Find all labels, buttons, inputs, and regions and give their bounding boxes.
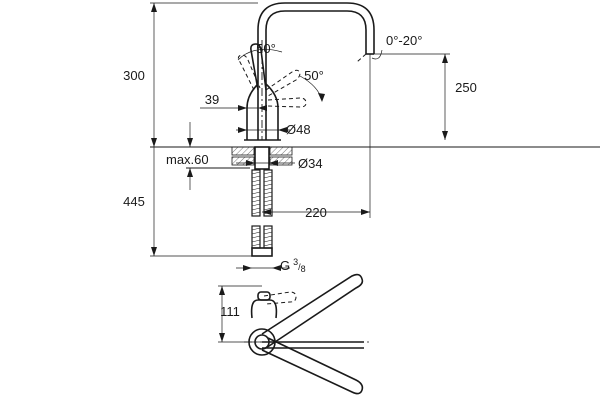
faucet-plan-view xyxy=(218,273,370,395)
faucet-side-view xyxy=(237,2,375,141)
label-total-height: 300 xyxy=(123,68,145,83)
label-max-thickness: max.60 xyxy=(166,152,209,167)
label-body-diameter: Ø48 xyxy=(286,122,311,137)
label-thread-slash: / xyxy=(298,262,301,272)
label-thread-numerator: 3 xyxy=(293,257,298,267)
plan-spout-swing-up xyxy=(261,273,364,349)
lever-position-down xyxy=(267,97,307,108)
plan-body xyxy=(250,299,278,319)
spout-outline xyxy=(257,2,375,140)
angle-arc-tilt xyxy=(371,49,383,60)
counter-hatch-left-bottom xyxy=(231,156,255,166)
angle-arc-50-side xyxy=(237,49,283,61)
dimension-lines xyxy=(150,2,450,271)
countertop-section xyxy=(150,146,600,257)
counter-hatch-right-top xyxy=(269,146,293,156)
lever-handle xyxy=(250,43,267,91)
label-thread-denominator: 8 xyxy=(301,264,306,274)
label-lever-angle-side: 50° xyxy=(256,41,276,56)
counter-hatch-right-bottom xyxy=(269,156,293,166)
label-lever-angle-front: 50° xyxy=(304,68,324,83)
label-spout-height: 250 xyxy=(455,80,477,95)
supply-hoses xyxy=(251,169,273,257)
label-thread-prefix: G xyxy=(280,258,290,273)
plan-spout-swing-down xyxy=(261,337,364,395)
plan-lever-rotated xyxy=(263,291,297,305)
label-hole-diameter: Ø34 xyxy=(298,156,323,171)
faucet-body xyxy=(246,83,279,140)
threaded-shank xyxy=(254,146,270,170)
lever-position-right xyxy=(265,69,301,97)
hose-connector xyxy=(251,247,273,257)
label-reach: 220 xyxy=(305,205,327,220)
label-lever-offset: 39 xyxy=(205,92,219,107)
plan-lever xyxy=(257,291,271,301)
label-spout-tilt: 0°-20° xyxy=(386,33,422,48)
spout-tilt-line xyxy=(356,53,367,63)
label-plan-depth: 111 xyxy=(220,304,240,319)
dimension-labels: 300 445 250 220 Ø48 Ø34 max.60 39 50° 50… xyxy=(123,33,477,319)
label-below-counter: 445 xyxy=(123,194,145,209)
counter-hatch-left-top xyxy=(231,146,255,156)
